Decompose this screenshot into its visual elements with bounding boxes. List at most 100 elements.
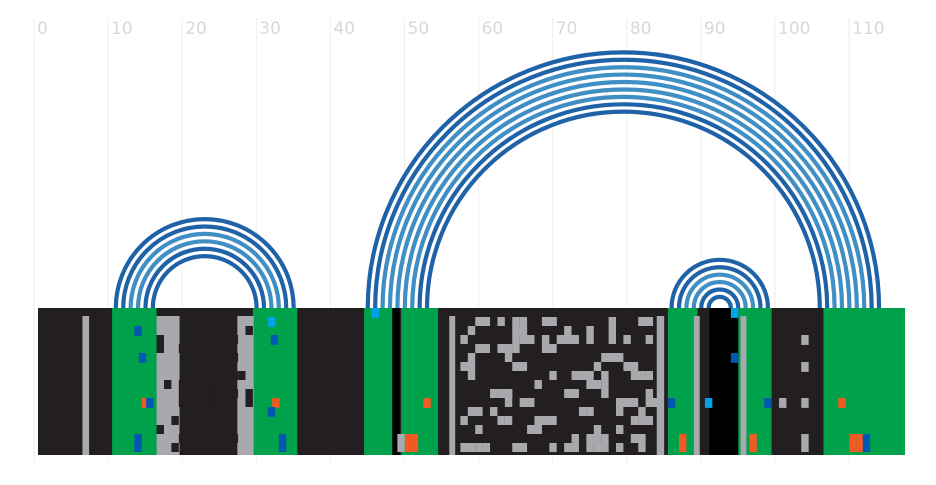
gray-cell	[601, 434, 609, 443]
accent-cell	[267, 407, 276, 417]
gray-cell	[512, 443, 528, 452]
dark-cell	[178, 344, 187, 353]
gray-cell	[608, 335, 616, 344]
dark-cell	[245, 398, 253, 407]
arc	[417, 102, 830, 309]
gray-cell	[512, 362, 528, 371]
arc	[706, 294, 733, 309]
gray-cell	[467, 371, 476, 380]
accent-cell	[410, 434, 419, 452]
accent-cell	[801, 362, 809, 372]
gray-cell	[497, 317, 505, 326]
gray-cell	[504, 416, 513, 425]
gray-cell	[601, 443, 609, 452]
gray-cell	[586, 380, 602, 389]
gray-cell	[578, 407, 587, 416]
dark-cell	[230, 371, 239, 380]
gray-cell	[541, 335, 550, 344]
dark-cell	[186, 443, 194, 452]
gray-cell	[564, 389, 579, 398]
gray-cell	[593, 362, 602, 371]
x-tick-label: 10	[111, 19, 133, 39]
accent-cell	[146, 398, 154, 408]
gray-cell	[601, 380, 609, 389]
gray-cell	[549, 443, 557, 452]
gray-cell	[475, 344, 491, 353]
gray-cell	[460, 443, 476, 452]
accent-cell	[134, 434, 142, 452]
gray-cell	[601, 389, 609, 398]
gray-cell	[519, 398, 535, 407]
dark-cell	[208, 389, 216, 398]
x-tick-label: 90	[704, 19, 726, 39]
gray-cell	[549, 371, 557, 380]
gray-cell	[467, 407, 483, 416]
x-tick-label: 30	[259, 19, 281, 39]
accent-cell	[801, 335, 809, 345]
gray-cell	[645, 335, 654, 344]
gray-cell	[541, 416, 550, 425]
gray-cell	[616, 443, 624, 452]
gray-cell	[519, 317, 528, 326]
x-tick-label: 80	[630, 19, 652, 39]
arc	[699, 287, 741, 309]
dark-cell	[245, 326, 253, 335]
arc	[424, 109, 822, 309]
gray-cell	[534, 425, 542, 434]
gray-cell	[638, 416, 654, 425]
arc	[113, 217, 296, 309]
gray-cell	[475, 317, 491, 326]
accent-cell	[730, 308, 739, 318]
accent-cell	[856, 434, 865, 452]
x-tick-label: 0	[37, 19, 48, 39]
gray-cell	[564, 443, 579, 452]
gray-cell	[586, 443, 594, 452]
arc	[669, 257, 771, 309]
gray-column	[740, 316, 747, 455]
gray-column	[693, 316, 700, 455]
dark-cell	[223, 353, 231, 362]
dark-cell	[208, 353, 216, 362]
accent-cell	[779, 398, 787, 408]
dark-cell	[186, 335, 194, 344]
arc	[373, 58, 874, 309]
gray-cell	[593, 425, 602, 434]
gray-cell	[541, 344, 557, 353]
dark-cell	[215, 344, 224, 353]
gray-cell	[512, 326, 528, 335]
accent-cell	[801, 398, 809, 408]
dark-cell	[201, 389, 209, 398]
x-tick-label: 50	[408, 19, 430, 39]
gray-cell	[623, 362, 639, 371]
gray-cell	[623, 398, 639, 407]
gray-cell	[519, 335, 535, 344]
gray-cell	[497, 344, 513, 353]
gray-cell	[475, 425, 483, 434]
arc	[380, 65, 867, 309]
gray-cell	[467, 326, 476, 335]
dark-cell	[193, 362, 202, 371]
arc	[121, 224, 289, 309]
gray-cell	[482, 443, 491, 452]
dark-cell	[171, 416, 179, 425]
dark-cell	[186, 326, 194, 335]
accent-cell	[404, 434, 413, 452]
dark-cell	[215, 398, 224, 407]
gray-cell	[645, 398, 661, 407]
gray-cell	[586, 326, 594, 335]
gray-cell	[490, 389, 498, 398]
dark-cell	[178, 380, 187, 389]
dark-cell	[230, 335, 239, 344]
paired-segment	[252, 308, 298, 455]
accent-cell	[138, 353, 147, 363]
gray-cell	[601, 353, 616, 362]
accent-cell	[849, 434, 857, 452]
gray-column	[449, 316, 456, 455]
gray-cell	[645, 317, 654, 326]
x-tick-label: 110	[852, 19, 884, 39]
accent-cell	[134, 326, 142, 336]
gray-cell	[638, 443, 646, 452]
paired-segment	[364, 308, 394, 455]
